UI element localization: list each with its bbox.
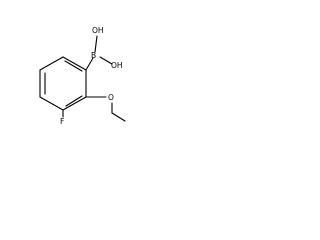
ring-bond-1 (39, 56, 64, 71)
ring-inner-double-2 (64, 60, 83, 72)
molecule-diagram: B OH OH O F (39, 26, 126, 126)
boron-oh-right-bond (99, 56, 113, 65)
ring-inner-double-3 (65, 95, 83, 107)
hydroxyl-right-label: OH (111, 61, 123, 70)
ring-bond-4 (62, 96, 87, 111)
boron-oh-top-bond (94, 35, 98, 53)
oxygen-ethyl-bond-2 (111, 112, 126, 122)
substituent-bonds (62, 35, 126, 122)
ring-bond-6 (62, 56, 87, 71)
benzene-ring (39, 56, 87, 111)
boron-label: B (91, 51, 96, 60)
fluorine-label: F (60, 117, 64, 126)
carbon-boron-bond (85, 57, 94, 71)
ring-bond-3 (39, 96, 64, 111)
hydroxyl-top-label: OH (92, 26, 104, 35)
ether-oxygen-label: O (108, 93, 114, 102)
atom-labels: B OH OH O F (60, 26, 123, 126)
